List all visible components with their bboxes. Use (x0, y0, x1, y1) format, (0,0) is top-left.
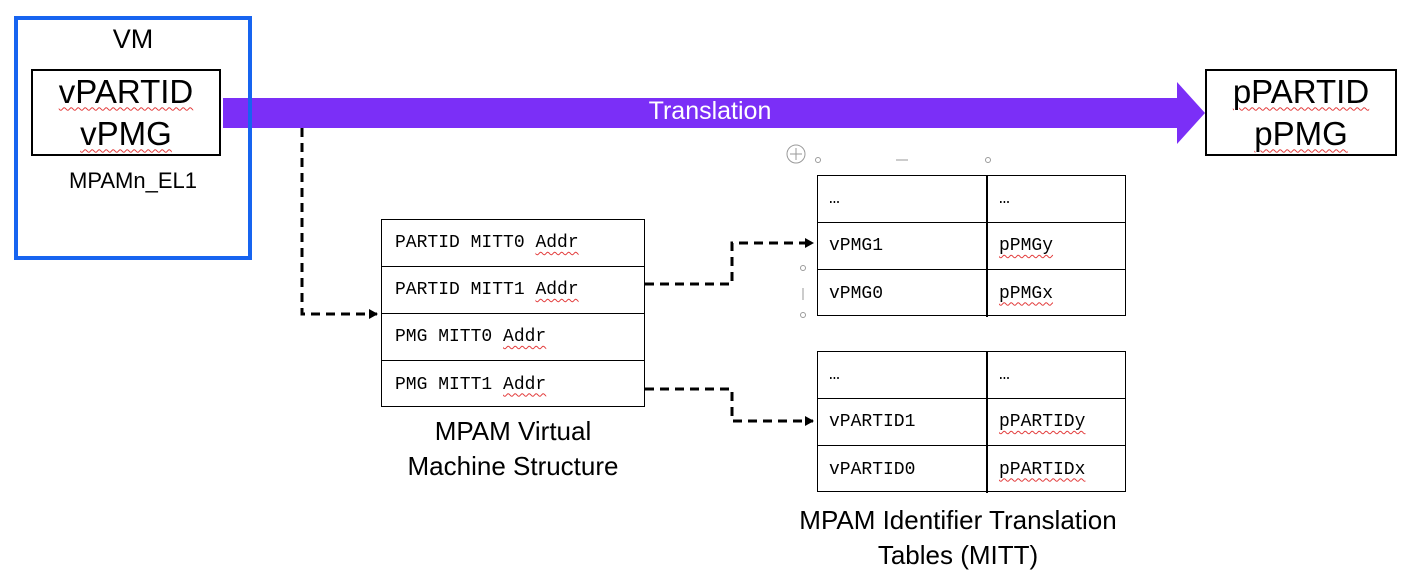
table-row: vPARTID0 pPARTIDx (818, 446, 1125, 493)
physical-cell: … (999, 365, 1010, 385)
vms-row-pmg-mitt0: PMG MITT0 Addr (382, 314, 644, 361)
table-row: vPARTID1 pPARTIDy (818, 399, 1125, 446)
vm-structure-caption: MPAM Virtual Machine Structure (360, 414, 666, 484)
vpartid-label: vPARTID (58, 72, 194, 110)
partid-mitt-table: … … vPARTID1 pPARTIDy vPARTID0 pPARTIDx (817, 351, 1126, 493)
virtual-cell: vPMG1 (818, 223, 988, 269)
mitt-caption-line1: MPAM Identifier Translation (799, 505, 1117, 535)
translation-label: Translation (648, 97, 772, 125)
resize-handle-top-left (815, 157, 821, 163)
vpmg-label: vPMG (80, 114, 172, 152)
vm-structure-table: PARTID MITT0 Addr PARTID MITT1 Addr PMG … (381, 219, 645, 407)
vms-row-label: PARTID MITT1 Addr (395, 280, 579, 300)
physical-cell: pPMGy (999, 236, 1054, 256)
pmg-mitt-table[interactable]: … … vPMG1 pPMGy vPMG0 pPMGx (817, 175, 1126, 317)
physical-cell: pPARTIDx (999, 459, 1086, 480)
resize-handle-top-right (985, 157, 991, 163)
table-row: vPMG0 pPMGx (818, 270, 1125, 317)
physical-cell: pPARTIDy (999, 412, 1086, 432)
translation-arrow (223, 82, 1205, 144)
physical-cell: pPMGx (999, 283, 1054, 304)
mitt-caption-line2: Tables (MITT) (877, 540, 1039, 570)
vms-row-label: PMG MITT1 Addr (395, 374, 547, 395)
vms-row-partid-mitt0: PARTID MITT0 Addr (382, 220, 644, 267)
vm-container (14, 16, 252, 260)
mpamn-el1-label: MPAMn_EL1 (69, 168, 197, 193)
vms-row-label: PMG MITT0 Addr (395, 327, 547, 347)
physical-ids-box: pPARTID pPMG (1205, 69, 1397, 156)
virtual-cell: … (818, 176, 988, 222)
vm-structure-caption-line1: MPAM Virtual (434, 416, 592, 446)
virtual-ids-box: vPARTID vPMG (31, 69, 221, 156)
resize-handle-left-bottom (800, 312, 806, 318)
vms-row-partid-mitt1: PARTID MITT1 Addr (382, 267, 644, 314)
table-row: vPMG1 pPMGy (818, 223, 1125, 270)
selection-handles[interactable] (786, 144, 991, 318)
mitt-caption: MPAM Identifier Translation Tables (MITT… (760, 503, 1156, 573)
ppmg-label: pPMG (1254, 114, 1348, 152)
vm-to-structure-connector (300, 128, 378, 319)
virtual-cell: vPARTID0 (818, 446, 988, 493)
resize-handle-left-top (800, 265, 806, 271)
virtual-cell: vPMG0 (818, 270, 988, 317)
table-row: … … (818, 352, 1125, 399)
table-row: … … (818, 176, 1125, 223)
pmg-mitt1-connector (645, 238, 814, 286)
partid-mitt1-connector (645, 387, 814, 426)
virtual-cell: … (818, 352, 988, 398)
ppartid-label: pPARTID (1232, 72, 1370, 110)
vm-structure-caption-line2: Machine Structure (407, 451, 619, 481)
virtual-cell: vPARTID1 (818, 399, 988, 445)
physical-cell: … (999, 189, 1010, 209)
vm-title: VM (112, 24, 154, 54)
vms-row-pmg-mitt1: PMG MITT1 Addr (382, 361, 644, 408)
vms-row-label: PARTID MITT0 Addr (395, 233, 579, 253)
